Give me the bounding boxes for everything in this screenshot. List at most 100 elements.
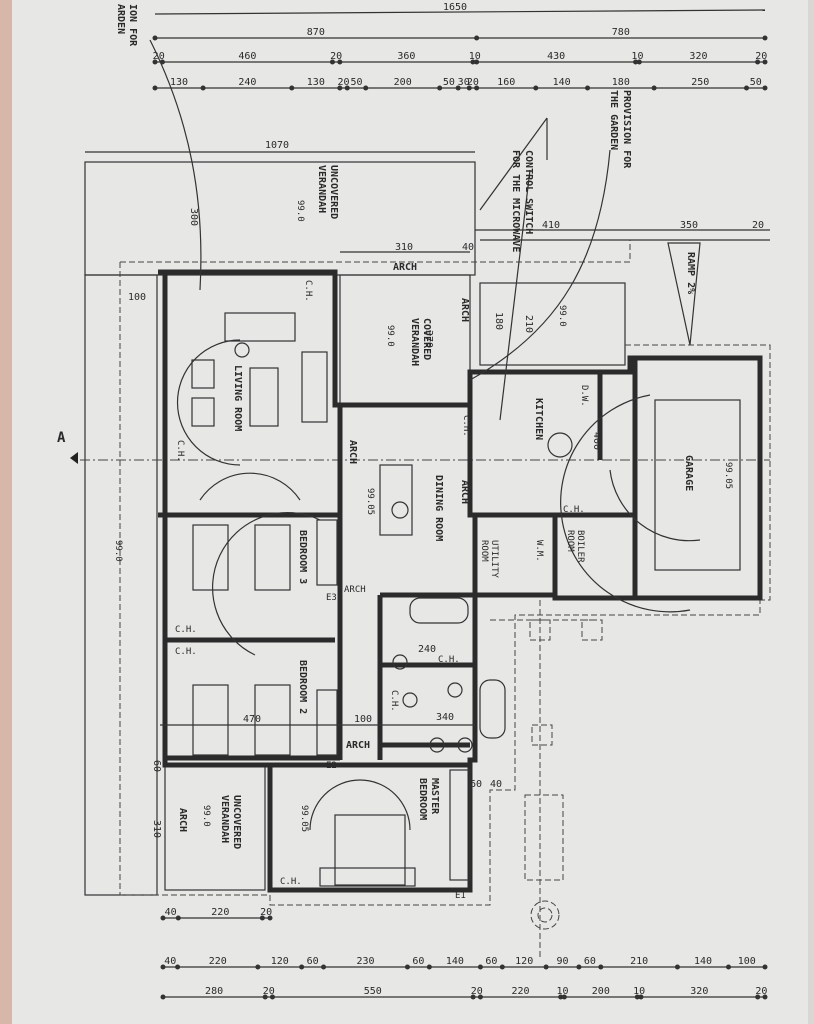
dimension-tick — [638, 994, 644, 1000]
level-990: 99.0 — [385, 325, 395, 347]
dimension-tick — [744, 85, 750, 91]
room-utility-1: UTILITY — [489, 540, 499, 579]
dimension-value: 20 — [755, 51, 767, 62]
level-9905: 99.05 — [365, 488, 375, 515]
dim-100: 100 — [128, 292, 146, 303]
dimension-tick — [576, 964, 582, 970]
note-control-2: FOR THE MICROWAVE — [510, 150, 521, 252]
dimension-tick — [175, 964, 181, 970]
dimension-value: 180 — [612, 77, 630, 88]
uncovered-verandah-top-grid — [84, 161, 476, 276]
dimension-value: 140 — [694, 956, 712, 967]
dimension-tick — [426, 964, 432, 970]
ch-label: C.H. — [438, 655, 460, 665]
room-bedroom-2: BEDROOM 2 — [297, 660, 308, 714]
section-arrow-icon — [70, 452, 78, 464]
dimension-tick — [363, 85, 369, 91]
dimension-value: 210 — [630, 956, 648, 967]
dim-100: 100 — [354, 714, 372, 725]
room-uncovered-verandah-bottom-1: UNCOVERED — [231, 795, 242, 849]
dimension-value: 20 — [467, 77, 479, 88]
dimension-tick — [455, 85, 461, 91]
dimension-tick — [200, 85, 206, 91]
ch-label: C.H. — [563, 505, 585, 515]
dimension-value: 60 — [485, 956, 497, 967]
dw-label: D.W. — [579, 385, 589, 407]
room-boiler-1: BOILER — [575, 530, 585, 563]
ch-label: C.H. — [280, 877, 302, 887]
dimension-value: 200 — [394, 77, 412, 88]
dimension-tick — [636, 59, 642, 65]
dimension-tick — [152, 59, 158, 65]
room-uncovered-verandah-bottom-2: VERANDAH — [219, 795, 230, 843]
ch-label: C.H. — [175, 647, 197, 657]
ch-label: C.H. — [389, 690, 399, 712]
dimension-tick — [477, 994, 483, 1000]
dimension-tick — [337, 59, 343, 65]
drainage-manholes — [490, 600, 603, 960]
dim-410: 410 — [542, 220, 560, 231]
dimension-tick — [762, 35, 768, 41]
room-boiler-2: ROOM — [565, 530, 575, 552]
dimension-tick — [585, 85, 591, 91]
dimension-value: 200 — [592, 986, 610, 997]
dimension-tick — [152, 85, 158, 91]
dimension-tick — [269, 994, 275, 1000]
dimension-tick — [762, 994, 768, 1000]
dimension-tick — [255, 964, 261, 970]
dimension-tick — [160, 915, 166, 921]
dimension-value: 230 — [356, 956, 374, 967]
level-9905: 99.05 — [299, 805, 309, 832]
note-partial-1: ION FOR — [127, 4, 138, 47]
room-kitchen: KITCHEN — [533, 398, 544, 440]
dimension-tick — [726, 964, 732, 970]
dimension-value: 10 — [631, 51, 643, 62]
dimension-tick — [674, 964, 680, 970]
arch-label: ARCH — [344, 585, 366, 595]
dimension-tick — [598, 964, 604, 970]
overall-dim: 1650 — [443, 2, 467, 13]
closet-e2: E2 — [326, 761, 337, 771]
dimension-tick — [160, 964, 166, 970]
dimension-value: 430 — [547, 51, 565, 62]
ramp-label: RAMP 2% — [685, 252, 696, 294]
dimension-tick — [344, 85, 350, 91]
dimension-value: 20 — [260, 907, 272, 918]
dimension-value: 20 — [263, 986, 275, 997]
furniture — [176, 312, 741, 887]
dimension-value: 160 — [497, 77, 515, 88]
dimension-value: 60 — [307, 956, 319, 967]
dim-340: 340 — [436, 712, 454, 723]
dimension-value: 120 — [515, 956, 533, 967]
arch-label: ARCH — [393, 262, 417, 273]
dimension-value: 40 — [164, 956, 176, 967]
dimension-tick — [651, 85, 657, 91]
dimension-tick — [533, 85, 539, 91]
dimension-tick — [755, 994, 761, 1000]
dimension-value: 10 — [556, 986, 568, 997]
dimension-value: 130 — [170, 77, 188, 88]
dimension-tick — [404, 964, 410, 970]
dimension-tick — [329, 59, 335, 65]
dimension-value: 360 — [397, 51, 415, 62]
dimension-tick — [289, 85, 295, 91]
dim-300: 300 — [188, 208, 199, 226]
dim-400: 400 — [591, 432, 602, 450]
dimension-tick — [299, 964, 305, 970]
dimension-value: 460 — [238, 51, 256, 62]
note-provision-2: THE GARDEN — [608, 90, 619, 150]
level-990: 99.0 — [557, 305, 567, 327]
dimension-value: 130 — [307, 77, 325, 88]
room-garage: GARAGE — [683, 455, 694, 491]
room-covered-verandah-2: VERANDAH — [409, 318, 420, 366]
dimension-tick — [267, 915, 273, 921]
level-9905: 99.05 — [723, 462, 733, 489]
dimension-tick — [152, 35, 158, 41]
room-covered-verandah-1: COVERED — [421, 318, 432, 360]
dim-40: 40 — [462, 242, 474, 253]
